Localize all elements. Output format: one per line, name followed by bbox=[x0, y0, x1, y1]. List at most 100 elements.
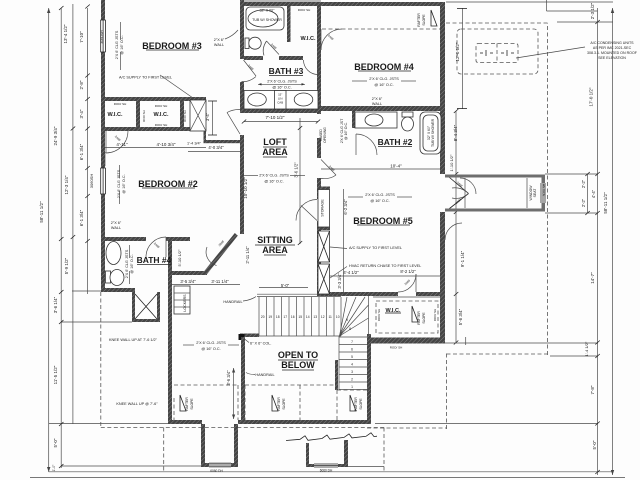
svg-text:BEDROOM #4: BEDROOM #4 bbox=[354, 62, 414, 72]
svg-text:BELOW: BELOW bbox=[281, 360, 315, 370]
svg-text:ROD/ SH: ROD/ SH bbox=[390, 346, 403, 350]
svg-text:5'-0": 5'-0" bbox=[281, 283, 290, 288]
svg-text:ROD/ SH: ROD/ SH bbox=[298, 8, 311, 12]
svg-text:LIN: LIN bbox=[278, 97, 283, 101]
svg-text:2"X 6": 2"X 6" bbox=[372, 97, 383, 101]
svg-text:BEDROOM #3: BEDROOM #3 bbox=[142, 41, 202, 51]
svg-text:W.I.C.: W.I.C. bbox=[154, 112, 169, 118]
svg-text:BEDROOM #2: BEDROOM #2 bbox=[138, 179, 198, 189]
svg-text:BATH #3: BATH #3 bbox=[269, 66, 304, 76]
svg-text:58'-11 1/2": 58'-11 1/2" bbox=[603, 192, 608, 214]
svg-text:17'-0 1/2": 17'-0 1/2" bbox=[589, 87, 594, 106]
svg-text:6'-1 3/4": 6'-1 3/4" bbox=[79, 143, 84, 160]
svg-text:58'-11 1/2": 58'-11 1/2" bbox=[39, 201, 44, 223]
svg-text:6060 DH: 6060 DH bbox=[320, 469, 333, 473]
svg-text:W.I.C.: W.I.C. bbox=[386, 308, 401, 314]
svg-text:3: 3 bbox=[351, 370, 353, 374]
svg-text:2'X 6' CLG JST: 2'X 6' CLG JST bbox=[340, 118, 344, 143]
svg-text:1'-4 3/4": 1'-4 3/4" bbox=[187, 142, 202, 146]
svg-text:6" X 6" COL.: 6" X 6" COL. bbox=[250, 342, 271, 346]
svg-text:2'-2": 2'-2" bbox=[581, 179, 586, 188]
svg-text:5'-0": 5'-0" bbox=[53, 438, 58, 447]
svg-text:2"X 6": 2"X 6" bbox=[111, 221, 122, 225]
svg-text:BATH #2: BATH #2 bbox=[378, 137, 413, 147]
svg-text:1'-4 1/2": 1'-4 1/2" bbox=[584, 341, 589, 356]
svg-text:3'-4": 3'-4" bbox=[205, 112, 210, 121]
svg-text:4'-4 1/2": 4'-4 1/2" bbox=[343, 270, 359, 275]
svg-text:2'X 6' CLG. JSTS: 2'X 6' CLG. JSTS bbox=[365, 193, 395, 197]
svg-text:19: 19 bbox=[268, 315, 272, 319]
svg-text:2'-11 1/4": 2'-11 1/4" bbox=[245, 246, 250, 264]
svg-text:2468: 2468 bbox=[327, 34, 335, 42]
svg-text:14: 14 bbox=[306, 315, 310, 319]
svg-text:4'-0 3/4": 4'-0 3/4" bbox=[208, 145, 224, 150]
svg-text:3'-6 1/2": 3'-6 1/2" bbox=[294, 162, 299, 178]
svg-text:4'-10 3/4": 4'-10 3/4" bbox=[157, 142, 176, 147]
svg-text:A/C SUPPLY TO FIRST LEVEL: A/C SUPPLY TO FIRST LEVEL bbox=[119, 76, 172, 80]
svg-text:2'X 6' CLG. JSTS: 2'X 6' CLG. JSTS bbox=[259, 174, 289, 178]
svg-text:TUB W/ SHOWER: TUB W/ SHOWER bbox=[252, 18, 282, 22]
svg-text:ROD SH: ROD SH bbox=[142, 110, 146, 122]
svg-text:SITTING: SITTING bbox=[257, 235, 293, 245]
svg-text:WALL: WALL bbox=[214, 43, 224, 47]
svg-text:RAFTER: RAFTER bbox=[417, 311, 421, 325]
svg-text:SLOPE: SLOPE bbox=[190, 398, 194, 410]
svg-text:17: 17 bbox=[283, 315, 287, 319]
svg-text:3'-11 1/4": 3'-11 1/4" bbox=[211, 279, 229, 284]
svg-text:15": 15" bbox=[278, 93, 282, 97]
svg-text:@ 16" O.C.: @ 16" O.C. bbox=[272, 86, 291, 90]
svg-text:10'-10 1/2": 10'-10 1/2" bbox=[243, 177, 248, 199]
svg-text:3'-6 3/4": 3'-6 3/4" bbox=[226, 370, 231, 386]
svg-text:2468: 2468 bbox=[153, 242, 161, 250]
svg-text:W.I.C.: W.I.C. bbox=[301, 36, 316, 42]
svg-text:RAFTER: RAFTER bbox=[277, 397, 281, 411]
svg-text:10'-4": 10'-4" bbox=[390, 164, 402, 169]
svg-text:5'-6 3/4": 5'-6 3/4" bbox=[458, 308, 463, 325]
svg-text:18: 18 bbox=[276, 315, 280, 319]
svg-text:HVAC RETURN CHASE TO FIRST LEV: HVAC RETURN CHASE TO FIRST LEVEL bbox=[349, 264, 421, 268]
svg-text:WALL: WALL bbox=[372, 102, 382, 106]
svg-text:TUB W/ SHOWER: TUB W/ SHOWER bbox=[431, 118, 435, 147]
svg-text:13'-4 1/2": 13'-4 1/2" bbox=[63, 24, 68, 43]
svg-text:7'-10 1/2": 7'-10 1/2" bbox=[266, 115, 285, 120]
svg-text:2468: 2468 bbox=[114, 135, 122, 143]
svg-text:16: 16 bbox=[291, 315, 295, 319]
svg-text:6'-2 3/4": 6'-2 3/4" bbox=[343, 199, 348, 215]
svg-text:SEAT: SEAT bbox=[533, 189, 537, 198]
svg-text:2'X 6' CLG JSTS: 2'X 6' CLG JSTS bbox=[125, 249, 129, 278]
svg-text:W.I.C.: W.I.C. bbox=[108, 112, 123, 118]
svg-text:SEE ELEVATION: SEE ELEVATION bbox=[598, 56, 626, 60]
svg-text:SLOPE: SLOPE bbox=[282, 398, 286, 410]
svg-text:A/C SUPPLY TO FIRST LEVEL: A/C SUPPLY TO FIRST LEVEL bbox=[349, 246, 402, 250]
svg-text:9: 9 bbox=[346, 318, 348, 322]
svg-text:@ 16" O.C.: @ 16" O.C. bbox=[201, 347, 220, 351]
svg-text:BATH #4: BATH #4 bbox=[137, 255, 172, 265]
svg-text:6: 6 bbox=[351, 348, 353, 352]
svg-text:32" X 60": 32" X 60" bbox=[260, 9, 276, 13]
svg-text:12'-3 1/4": 12'-3 1/4" bbox=[64, 175, 69, 194]
svg-text:2'X 6' CLG. JSTS: 2'X 6' CLG. JSTS bbox=[196, 341, 226, 345]
svg-text:STORAGE: STORAGE bbox=[321, 199, 325, 217]
svg-text:6060 DH: 6060 DH bbox=[210, 469, 223, 473]
svg-text:OPEN TO: OPEN TO bbox=[278, 350, 318, 360]
svg-text:4'-4": 4'-4" bbox=[591, 189, 596, 198]
svg-text:@ 16" O.C.: @ 16" O.C. bbox=[264, 180, 283, 184]
svg-text:ROD/ SH: ROD/ SH bbox=[155, 123, 168, 127]
svg-text:LOFT: LOFT bbox=[263, 137, 287, 147]
svg-text:3060SH: 3060SH bbox=[89, 174, 94, 189]
svg-text:4'-11": 4'-11" bbox=[116, 142, 128, 147]
svg-text:2468: 2468 bbox=[455, 197, 463, 205]
svg-text:2468: 2468 bbox=[247, 64, 255, 72]
svg-text:5'-9 1/2": 5'-9 1/2" bbox=[64, 257, 69, 274]
svg-text:@ 16" O.C.: @ 16" O.C. bbox=[374, 83, 393, 87]
svg-text:13: 13 bbox=[313, 315, 317, 319]
svg-text:HANDRAIL: HANDRAIL bbox=[255, 373, 274, 377]
svg-text:OPENING: OPENING bbox=[323, 127, 327, 143]
svg-text:2468: 2468 bbox=[328, 165, 336, 173]
svg-text:KNEE WALL UP @ 7'-6": KNEE WALL UP @ 7'-6" bbox=[116, 402, 158, 406]
svg-text:8'-4 3/4": 8'-4 3/4" bbox=[453, 124, 458, 141]
svg-text:2868: 2868 bbox=[218, 239, 226, 247]
svg-text:8: 8 bbox=[349, 327, 351, 331]
svg-text:3'-3 3/4": 3'-3 3/4" bbox=[337, 273, 342, 289]
svg-text:9'-1 1/4": 9'-1 1/4" bbox=[460, 250, 465, 267]
